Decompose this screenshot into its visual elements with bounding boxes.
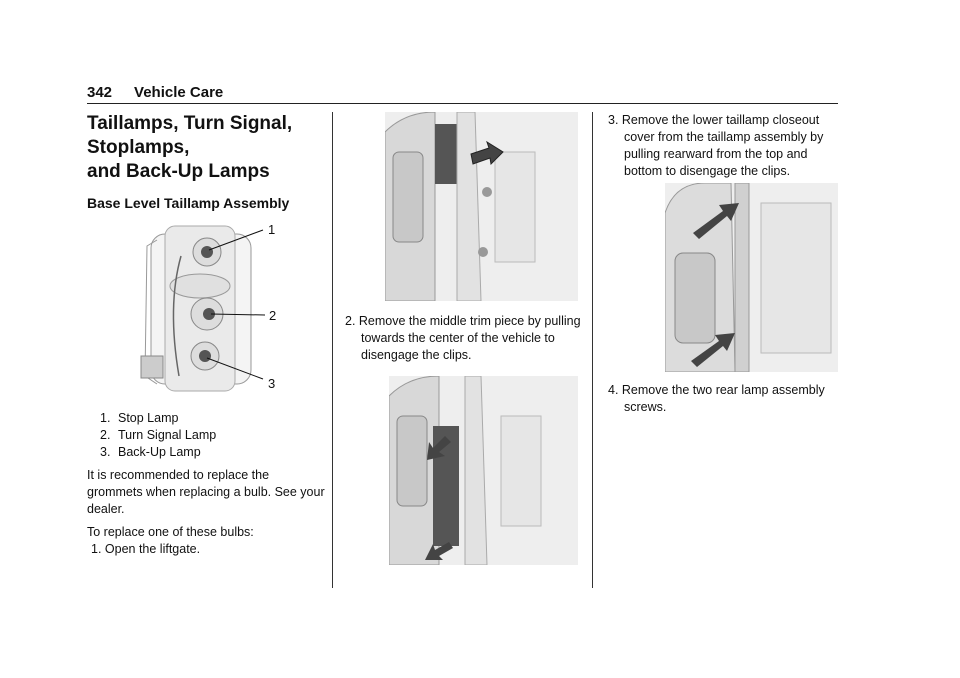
column-3: 3. Remove the lower taillamp closeout co… (608, 112, 840, 416)
callout-2: 2 (269, 308, 276, 323)
trim-removal-illustration (389, 376, 578, 565)
list-item: 2.Turn Signal Lamp (100, 428, 217, 442)
step-4: 4. Remove the two rear lamp assembly scr… (608, 383, 825, 414)
list-item: 1.Stop Lamp (100, 411, 179, 425)
step-2: 2. Remove the middle trim piece by pulli… (345, 314, 581, 362)
page-header: 342 Vehicle Care (87, 84, 223, 101)
column-2: 2. Remove the middle trim piece by pulli… (345, 112, 585, 565)
page-number: 342 (87, 84, 113, 101)
paragraph: It is recommended to replace the grommet… (87, 468, 325, 516)
taillamp-assembly-illustration: 1 2 3 (140, 222, 276, 392)
section-title: Vehicle Care (134, 84, 224, 101)
section-heading: Taillamps, Turn Signal, Stoplamps, and B… (87, 112, 327, 184)
list-item: 3.Back-Up Lamp (100, 445, 201, 459)
callout-1: 1 (268, 222, 275, 237)
header-rule (87, 103, 838, 104)
step-1: 1. Open the liftgate. (91, 542, 201, 556)
heading-line-1: Taillamps, Turn Signal, Stoplamps, (87, 113, 293, 158)
column-1: Taillamps, Turn Signal, Stoplamps, and B… (87, 112, 327, 558)
closeout-cover-illustration (665, 183, 838, 372)
column-divider (592, 112, 593, 588)
heading-line-2: and Back-Up Lamps (87, 161, 270, 182)
subheading: Base Level Taillamp Assembly (87, 195, 290, 211)
step-3: 3. Remove the lower taillamp closeout co… (608, 113, 824, 178)
callout-3: 3 (268, 376, 275, 391)
column-divider (332, 112, 333, 588)
paragraph: To replace one of these bulbs: (87, 525, 254, 539)
trim-piece-location-illustration (385, 112, 578, 301)
legend-list: 1.Stop Lamp 2.Turn Signal Lamp 3.Back-Up… (87, 410, 327, 461)
